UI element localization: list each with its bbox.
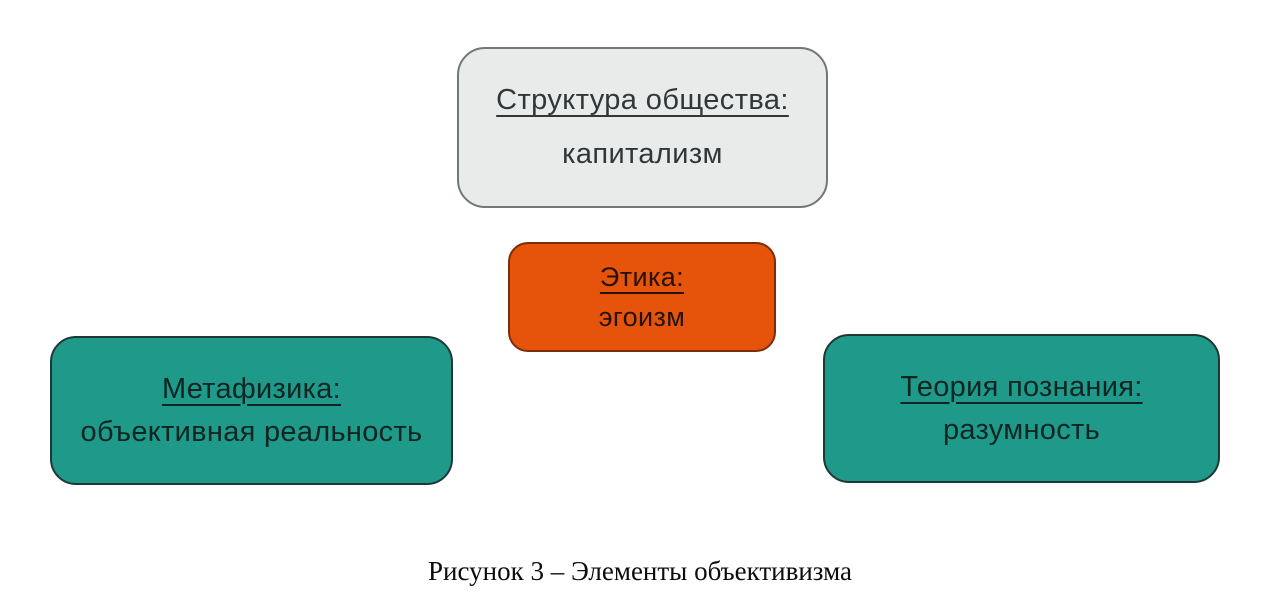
box-ethics-title: Этика: <box>599 261 685 292</box>
box-metaphysics-title: Метафизика: <box>161 372 342 405</box>
box-epistemology-title: Теория познания: <box>900 370 1143 403</box>
box-society-structure: Структура общества: капитализм <box>457 47 828 208</box>
box-society-value: капитализм <box>562 138 723 170</box>
box-society-title: Структура общества: <box>496 84 789 116</box>
box-epistemology-value: разумность <box>942 413 1101 446</box>
figure-caption: Рисунок 3 – Элементы объективизма <box>428 556 852 586</box>
box-ethics-value: эгоизм <box>598 301 686 332</box>
box-ethics: Этика: эгоизм <box>508 242 776 352</box>
box-metaphysics-value: объективная реальность <box>80 415 423 448</box>
box-metaphysics: Метафизика: объективная реальность <box>50 336 453 485</box>
box-epistemology: Теория познания: разумность <box>823 334 1220 483</box>
